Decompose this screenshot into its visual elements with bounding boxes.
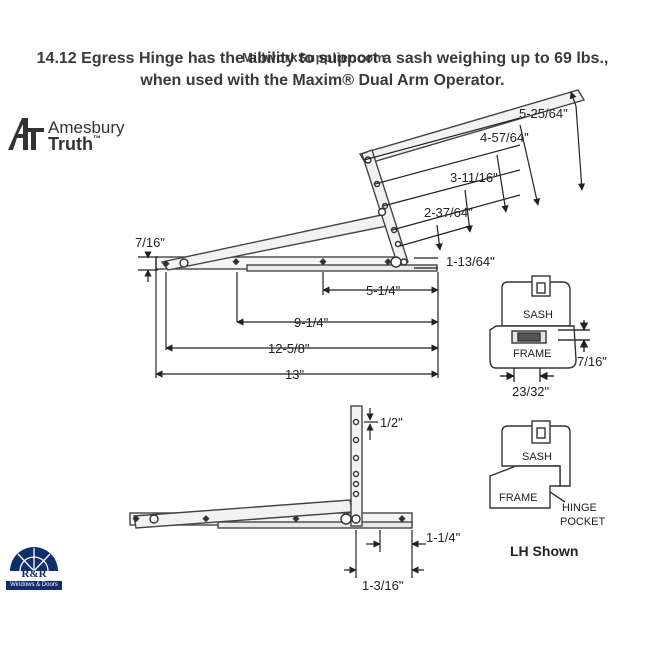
dim-5-1-4: 5-1/4" [366, 283, 401, 298]
dim-7-16-right: 7/16" [577, 354, 607, 369]
label-pocket: POCKET [560, 516, 606, 528]
dim-1-3-16: 1-3/16" [362, 578, 404, 593]
label-sash-open: SASH [522, 451, 552, 463]
label-hinge: HINGE [562, 502, 597, 514]
window-arch-icon [10, 547, 58, 572]
dealer-name: R&R [21, 568, 47, 580]
at-logo-icon [8, 118, 44, 150]
section-open-labels: SASH FRAME HINGE POCKET [499, 451, 606, 528]
top-dimension-labels: 5-25/64" 4-57/64" 3-11/16" 2-37/64" 1-13… [135, 106, 568, 382]
label-frame-open: FRAME [499, 492, 538, 504]
section-open [489, 420, 571, 509]
dim-7-16-left: 7/16" [135, 235, 165, 250]
lh-shown-note: LH Shown [510, 543, 578, 559]
dealer-subtitle: Windows & Doors [6, 581, 62, 590]
watermark: MillworkSupplier.com [242, 50, 386, 65]
brand-name-line-1: Amesbury [48, 118, 125, 137]
bottom-dimension-labels: 1/2" 1-1/4" 1-3/16" [362, 415, 461, 593]
dim-1-1-4: 1-1/4" [426, 530, 461, 545]
section-closed-labels: SASH FRAME 7/16" 23/32" [512, 309, 607, 399]
amesbury-truth-logo: Amesbury Truth™ [4, 114, 144, 158]
dim-3-11-16: 3-11/16" [450, 170, 498, 185]
dim-5-25-64: 5-25/64" [519, 106, 568, 121]
horizontal-dimension-lines [138, 251, 439, 378]
top-dimension-lines [363, 91, 586, 251]
section-closed [489, 275, 590, 382]
bottom-dimension-lines [344, 408, 426, 578]
dim-12-5-8: 12-5/8" [268, 341, 310, 356]
label-frame-closed: FRAME [513, 348, 552, 360]
hinge-bottom-drawing [129, 405, 413, 529]
rr-windows-doors-logo: R&R Windows & Doors [6, 543, 62, 591]
dim-23-32: 23/32" [512, 384, 550, 399]
dim-2-37-64: 2-37/64" [424, 205, 473, 220]
dim-1-13-64: 1-13/64" [446, 254, 495, 269]
dim-9-1-4: 9-1/4" [294, 315, 329, 330]
dim-1-2: 1/2" [380, 415, 403, 430]
label-sash-closed: SASH [523, 309, 553, 321]
title-line-2: when used with the Maxim® Dual Arm Opera… [140, 72, 505, 89]
page-title: 14.12 Egress Hinge has the ability to su… [0, 48, 645, 92]
title-line-1: 14.12 Egress Hinge has the ability to su… [36, 50, 609, 67]
brand-name-line-2: Truth™ [48, 134, 101, 154]
dim-4-57-64: 4-57/64" [480, 130, 529, 145]
dim-13: 13" [285, 367, 304, 382]
